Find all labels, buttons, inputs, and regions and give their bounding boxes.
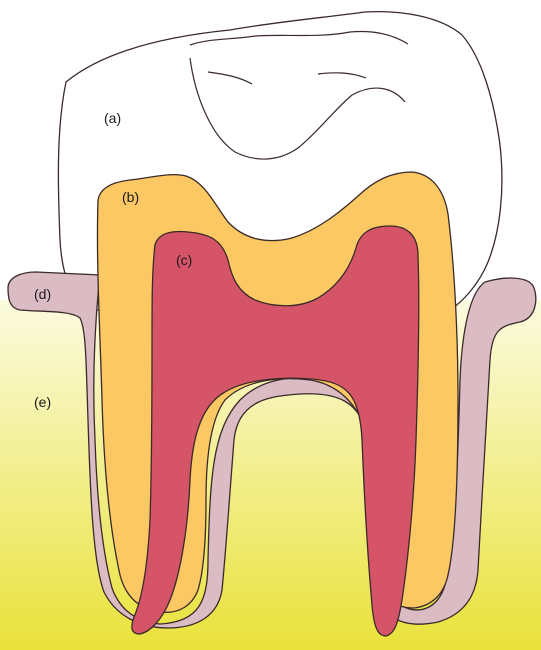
label-b: (b) — [122, 189, 139, 205]
label-c: (c) — [176, 252, 192, 268]
label-e: (e) — [34, 394, 51, 410]
label-d: (d) — [34, 286, 51, 302]
label-a: (a) — [104, 110, 121, 126]
